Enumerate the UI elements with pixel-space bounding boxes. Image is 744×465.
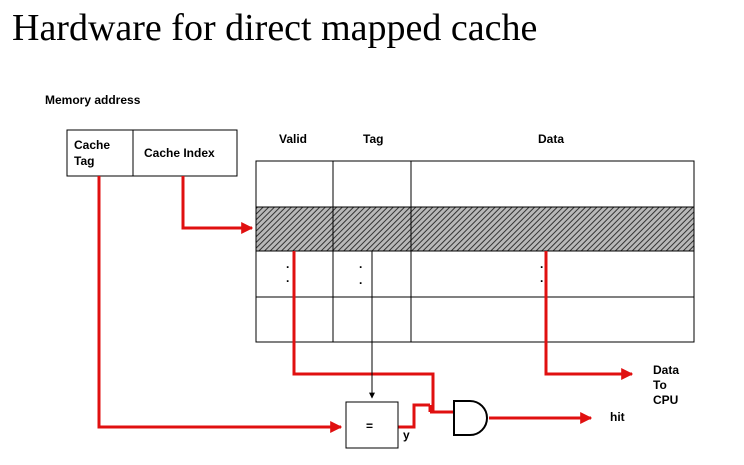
- comparator-output-label: y: [403, 428, 410, 442]
- data-to-cpu-wire: [544, 251, 634, 380]
- data-to-cpu-label-line2: To: [653, 378, 667, 392]
- cache-tag-label-line1: Cache: [74, 138, 110, 152]
- tag-column-header: Tag: [363, 132, 383, 146]
- valid-ellipsis-1: .: [286, 257, 289, 271]
- data-ellipsis-2: .: [540, 271, 543, 285]
- data-column-header: Data: [538, 132, 564, 146]
- and-gate: [453, 400, 488, 436]
- data-ellipsis-1: .: [540, 257, 543, 271]
- valid-ellipsis-2: .: [286, 271, 289, 285]
- index-select-wire: [181, 176, 254, 234]
- slide-title: Hardware for direct mapped cache: [12, 7, 538, 49]
- tag-ellipsis-1: .: [359, 257, 362, 271]
- valid-column-header: Valid: [279, 132, 307, 146]
- memory-address-box: Cache Tag Cache Index: [66, 129, 238, 177]
- cache-index-label: Cache Index: [144, 146, 215, 160]
- selected-cache-row: [256, 207, 694, 251]
- data-to-cpu-label-line1: Data: [653, 363, 679, 377]
- comparator-symbol: =: [366, 419, 373, 433]
- data-to-cpu-label-line3: CPU: [653, 393, 678, 407]
- compare-result-wire: [398, 403, 430, 429]
- tag-ellipsis-2: .: [359, 273, 362, 287]
- cache-tag-label-line2: Tag: [74, 154, 94, 168]
- valid-bit-wire: [292, 251, 454, 414]
- cache-tag-wire: [97, 176, 343, 433]
- tag-comparator: =: [345, 401, 399, 449]
- memory-address-label: Memory address: [45, 93, 141, 107]
- cache-table: [255, 160, 695, 343]
- hit-label: hit: [610, 410, 625, 424]
